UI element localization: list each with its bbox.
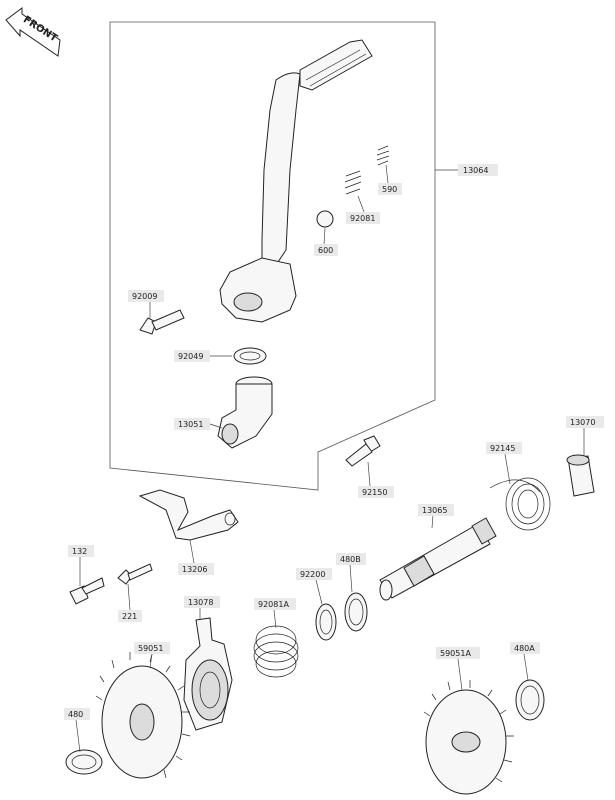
callout-92145[interactable]: 92145	[486, 442, 522, 454]
callout-13078[interactable]: 13078	[184, 596, 220, 608]
svg-text:59051A: 59051A	[440, 649, 471, 658]
callout-13070[interactable]: 13070	[566, 416, 604, 428]
callout-480[interactable]: 480	[64, 708, 90, 720]
callout-92049[interactable]: 92049	[174, 350, 210, 362]
svg-text:600: 600	[318, 246, 333, 255]
washer-92200	[315, 603, 337, 641]
gear-59051	[95, 652, 191, 779]
svg-text:132: 132	[72, 547, 87, 556]
spring-92145	[489, 477, 551, 531]
bolt-132	[69, 577, 105, 605]
svg-text:92049: 92049	[178, 352, 203, 361]
svg-text:92200: 92200	[300, 570, 325, 579]
callout-13064[interactable]: 13064	[458, 164, 498, 176]
callout-13065[interactable]: 13065	[418, 504, 454, 516]
svg-text:480A: 480A	[514, 644, 535, 653]
collar-13070	[566, 454, 595, 497]
spring-92081A	[253, 625, 299, 678]
svg-text:13078: 13078	[188, 598, 213, 607]
callout-92081[interactable]: 92081	[346, 212, 380, 224]
svg-text:590: 590	[382, 185, 397, 194]
bolt-92150	[345, 435, 381, 467]
spring-590	[376, 145, 390, 166]
callout-13051[interactable]: 13051	[174, 418, 210, 430]
callout-92009[interactable]: 92009	[128, 290, 164, 302]
washer-92049	[233, 347, 267, 365]
circlip-480	[65, 749, 103, 775]
callout-92200[interactable]: 92200	[296, 568, 332, 580]
callout-92081A[interactable]: 92081A	[254, 598, 296, 610]
bolt-92009	[139, 309, 185, 335]
svg-text:92009: 92009	[132, 292, 157, 301]
svg-text:13206: 13206	[182, 565, 207, 574]
callout-13206[interactable]: 13206	[178, 563, 214, 575]
callout-590[interactable]: 590	[378, 183, 402, 195]
kick-pedal-lever	[219, 39, 373, 323]
circlip-480B	[344, 592, 368, 632]
callout-132[interactable]: 132	[68, 545, 94, 557]
ratchet-13078	[183, 617, 233, 731]
svg-text:92081A: 92081A	[258, 600, 289, 609]
svg-text:480B: 480B	[340, 555, 361, 564]
svg-text:13051: 13051	[178, 420, 203, 429]
callout-92150[interactable]: 92150	[358, 486, 394, 498]
callout-59051[interactable]: 59051	[134, 642, 170, 654]
callout-480A[interactable]: 480A	[510, 642, 540, 654]
callout-59051A[interactable]: 59051A	[436, 647, 480, 659]
svg-text:13065: 13065	[422, 506, 447, 515]
gear-59051A	[423, 680, 514, 795]
callout-221[interactable]: 221	[118, 610, 142, 622]
spring-92081	[344, 170, 362, 195]
circlip-480A	[515, 679, 545, 721]
svg-text:92145: 92145	[490, 444, 515, 453]
callout-600[interactable]: 600	[314, 244, 338, 256]
assembly-frame	[109, 21, 436, 491]
ball-600	[316, 210, 334, 228]
pedal-boss-13051	[217, 376, 273, 449]
front-arrow-icon: FRONT	[5, 7, 61, 57]
svg-text:221: 221	[122, 612, 137, 621]
callout-480B[interactable]: 480B	[336, 553, 366, 565]
screw-221	[117, 563, 153, 585]
svg-text:480: 480	[68, 710, 83, 719]
svg-text:92150: 92150	[362, 488, 387, 497]
kick-shaft-13065	[379, 517, 497, 601]
kick-guide-13206	[138, 489, 239, 541]
svg-text:92081: 92081	[350, 214, 375, 223]
svg-text:13070: 13070	[570, 418, 595, 427]
leader-lines	[75, 164, 585, 753]
svg-text:59051: 59051	[138, 644, 163, 653]
svg-text:13064: 13064	[463, 166, 488, 175]
